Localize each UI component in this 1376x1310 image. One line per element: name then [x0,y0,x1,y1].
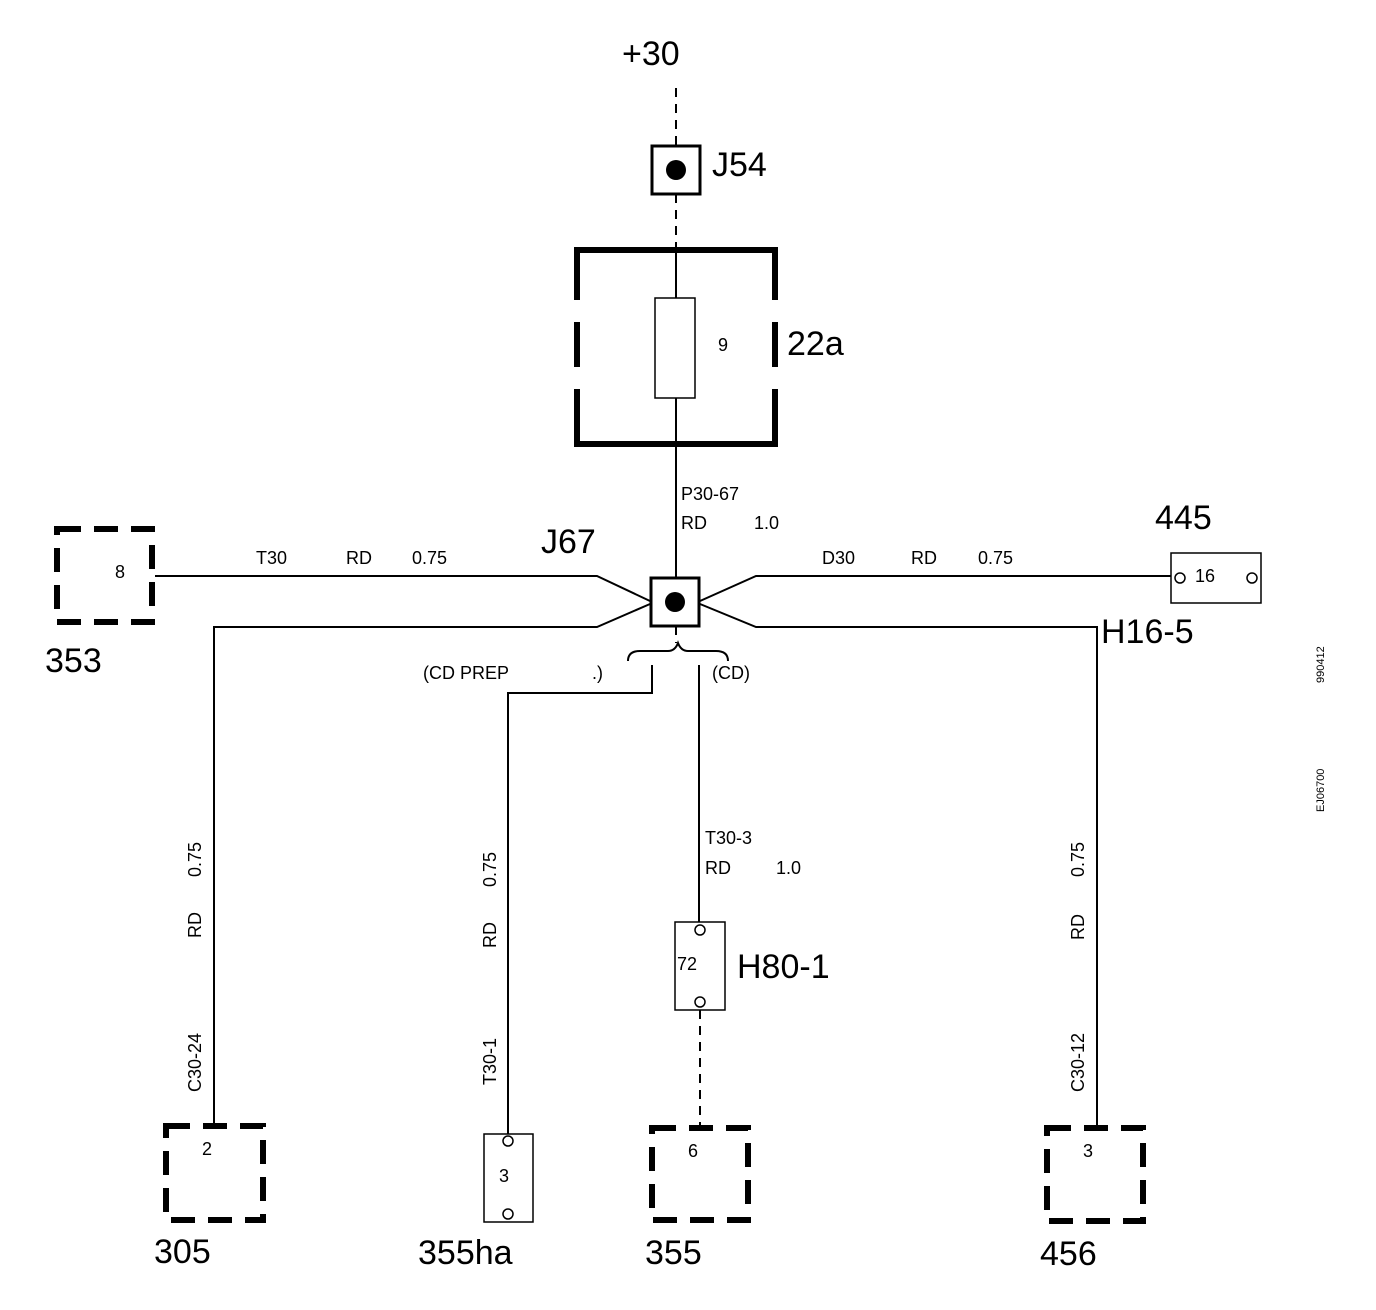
wire-d30-name: D30 [822,548,855,568]
wire-t30-3-color: RD [705,858,731,878]
junction-j54 [650,144,702,196]
connector-445-label: 445 [1155,499,1212,537]
component-305-box [163,1123,266,1223]
connector-355ha-label: 355ha [418,1234,513,1272]
fuse-number: 9 [718,335,728,355]
component-456-box [1044,1125,1146,1224]
variant-brace [627,640,729,662]
wire-c30-24-name: C30-24 [185,1033,205,1092]
connector-445-pin: 16 [1195,566,1215,586]
wire-c30-12-size: 0.75 [1068,842,1088,877]
connector-445 [1170,552,1262,604]
fuse-label: 22a [787,325,844,363]
supply-label: +30 [622,35,680,73]
wire-c30-24-size: 0.75 [185,842,205,877]
connector-355ha [483,1133,534,1223]
fuse-element [654,297,696,399]
component-305-label: 305 [154,1233,211,1271]
wire-c30-12-name: C30-12 [1068,1033,1088,1092]
component-353-label: 353 [45,642,102,680]
variant-cd-prep-left: (CD PREP [423,663,509,683]
wire-t30-1-name: T30-1 [480,1038,500,1085]
component-355-label: 355 [645,1234,702,1272]
component-456-label: 456 [1040,1235,1097,1273]
component-353-pin: 8 [115,562,125,582]
component-355-pin: 6 [688,1141,698,1161]
component-305-pin: 2 [202,1139,212,1159]
wire-t30-size: 0.75 [412,548,447,568]
connector-355ha-pin: 3 [499,1166,509,1186]
wire-c30-12-color: RD [1068,914,1088,940]
connector-h16-5-label: H16-5 [1101,613,1194,651]
wire-t30-1-size: 0.75 [480,852,500,887]
wire-d30-size: 0.75 [978,548,1013,568]
component-353-box [54,526,155,625]
side-code-2: EJ06700 [1315,769,1327,812]
wire-p30-67-name: P30-67 [681,484,739,504]
wire-d30-color: RD [911,548,937,568]
wire-t30-1-color: RD [480,922,500,948]
wire-c30-24-color: RD [185,912,205,938]
wire-p30-67-size: 1.0 [754,513,779,533]
variant-cd-prep-right: .) [592,663,603,683]
wire-t30-3-size: 1.0 [776,858,801,878]
wire-t30-1 [507,665,653,1134]
component-456-pin: 3 [1083,1141,1093,1161]
junction-j67 [649,576,701,628]
wire-c30-24 [213,603,651,1123]
wire-t30 [155,575,651,602]
variant-cd: (CD) [712,663,750,683]
wire-t30-name: T30 [256,548,287,568]
wire-d30 [699,575,1171,602]
component-355-box [649,1125,751,1223]
junction-j67-label: J67 [541,523,596,561]
side-code-1: 990412 [1315,646,1327,683]
connector-h80-1-pin: 72 [677,954,697,974]
junction-j54-label: J54 [712,146,767,184]
wire-c30-12 [699,603,1098,1125]
wire-p30-67-color: RD [681,513,707,533]
wire-t30-3-name: T30-3 [705,828,752,848]
connector-h80-1-label: H80-1 [737,948,830,986]
wire-t30-color: RD [346,548,372,568]
